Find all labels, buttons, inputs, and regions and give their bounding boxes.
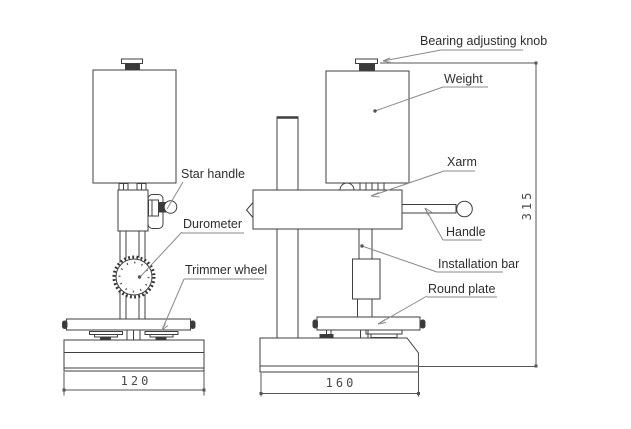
weight-block-front — [92, 69, 177, 184]
bearing-knob-front — [121, 58, 143, 71]
round-plate-front — [62, 318, 196, 331]
durometer-dial — [112, 255, 156, 299]
stem-front — [126, 330, 141, 340]
label-weight: Weight — [444, 72, 483, 86]
label-installation-bar: Installation bar — [438, 257, 520, 271]
weight-joint-hatch-front — [118, 183, 147, 191]
xarm-block — [252, 189, 403, 230]
round-plate-side — [312, 316, 426, 331]
head-block-front — [117, 189, 149, 232]
label-round-plate: Round plate — [428, 282, 496, 296]
label-bearing-adjusting-knob: Bearing adjusting knob — [420, 34, 548, 48]
dimension-overall-height: 315 — [520, 189, 534, 221]
base-side — [259, 337, 419, 373]
star-handle-clamp — [147, 194, 178, 229]
star-handle-knob — [163, 200, 178, 214]
handle-assembly — [401, 200, 473, 218]
xarm-left-notch — [245, 202, 254, 218]
side-view — [245, 58, 473, 373]
label-durometer: Durometer — [183, 217, 243, 231]
handle-ball — [456, 200, 473, 218]
bearing-knob-side — [355, 58, 378, 71]
base-front — [63, 339, 205, 372]
front-view — [62, 58, 205, 372]
dimension-side-width: 160 — [325, 376, 357, 390]
label-star-handle: Star handle — [181, 167, 245, 181]
label-trimmer-wheel: Trimmer wheel — [185, 263, 268, 277]
arm-top-details — [339, 182, 385, 191]
label-xarm: Xarm — [447, 155, 477, 169]
leader-lines — [137, 49, 523, 331]
label-handle: Handle — [446, 225, 486, 239]
dimension-lines — [62, 61, 538, 397]
trimmer-wheels-front — [89, 331, 179, 341]
weight-block-side — [325, 70, 410, 184]
dimension-front-width: 120 — [120, 374, 152, 388]
installation-bar — [352, 228, 381, 318]
handle-rod — [401, 204, 457, 214]
